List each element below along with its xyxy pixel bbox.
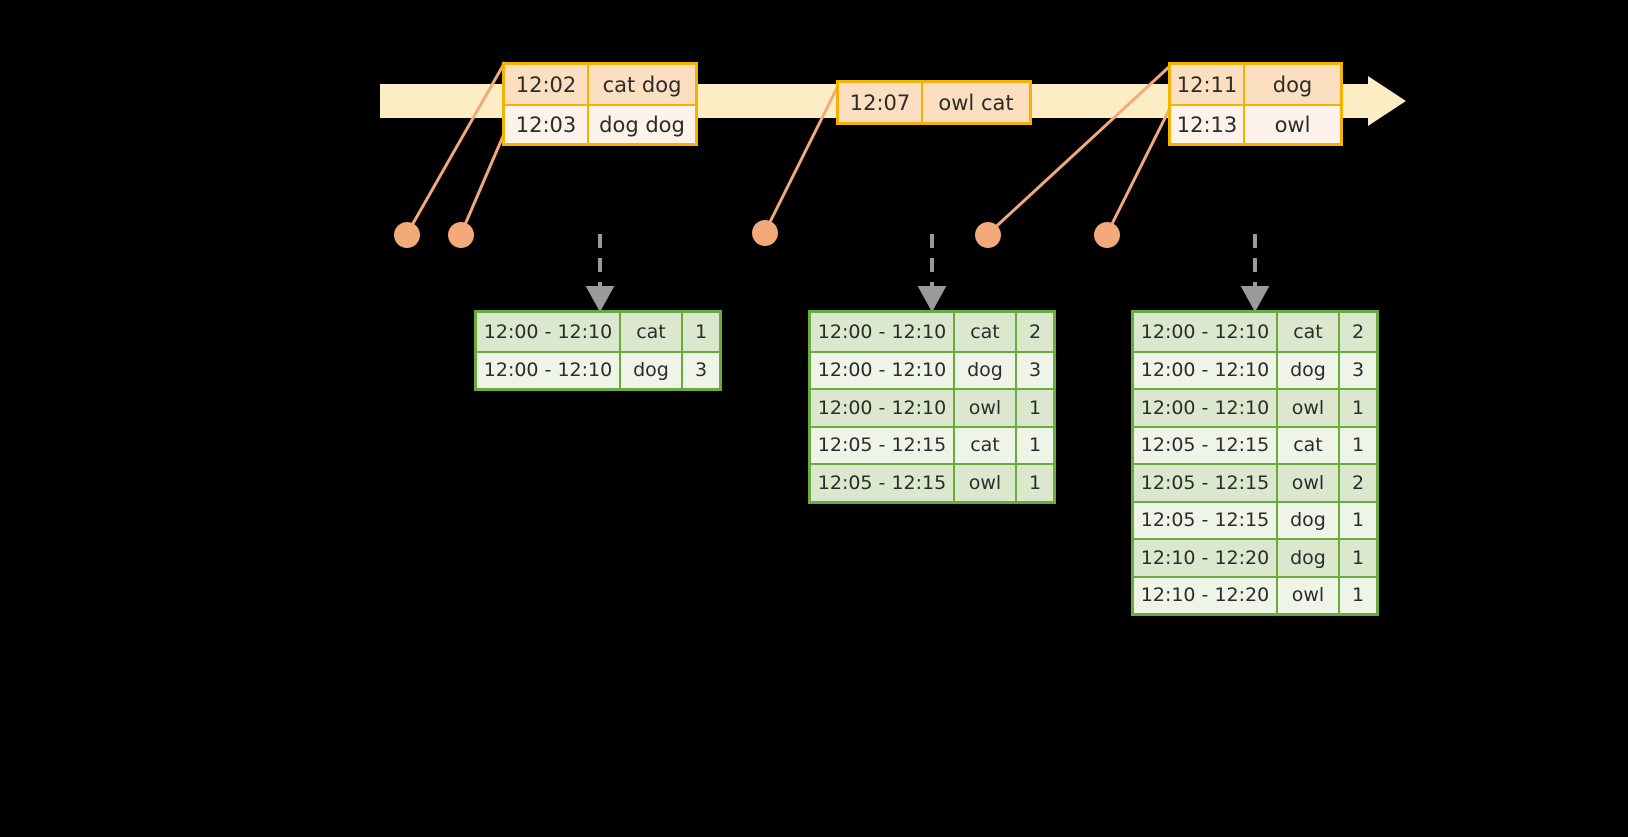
window-cell: 12:05 - 12:15 <box>811 427 955 463</box>
key-cell: owl <box>955 390 1017 426</box>
count-cell: 2 <box>1351 320 1365 343</box>
event-time: 12:03 <box>505 106 589 143</box>
count-cell: 1 <box>1351 509 1365 532</box>
count-cell: 1 <box>1028 434 1042 457</box>
key-cell: owl <box>1278 390 1340 426</box>
window-cell: 12:05 - 12:15 <box>811 465 955 501</box>
event-row: 12:02 cat dog <box>505 65 695 104</box>
count-cell: 2 <box>1351 471 1365 494</box>
table-row: 12:10 - 12:20 owl 1 <box>1134 575 1376 613</box>
key-cell: owl <box>955 465 1017 501</box>
window-cell: 12:00 - 12:10 <box>811 352 955 388</box>
count-cell: 1 <box>1028 471 1042 494</box>
event-value: dog <box>1272 72 1313 97</box>
key-cell: dog <box>621 352 683 388</box>
event-dot-3 <box>752 220 778 246</box>
table-row: 12:00 - 12:10 cat 2 <box>1134 313 1376 351</box>
count-cell: 3 <box>1028 359 1042 382</box>
result-table-1: 12:00 - 12:10 cat 1 12:00 - 12:10 dog 3 <box>474 310 722 391</box>
key-cell: dog <box>1278 540 1340 576</box>
window-cell: 12:00 - 12:10 <box>477 352 621 388</box>
count-cell: 1 <box>1028 396 1042 419</box>
event-dot-1 <box>394 222 420 248</box>
key-cell: dog <box>1278 502 1340 538</box>
result-table-2: 12:00 - 12:10 cat 2 12:00 - 12:10 dog 3 … <box>808 310 1056 504</box>
event-box-3: 12:11 dog 12:13 owl <box>1168 62 1343 146</box>
timeline-arrowhead-icon <box>1368 76 1406 126</box>
event-dot-4 <box>975 222 1001 248</box>
count-cell: 1 <box>1351 546 1365 569</box>
event-row: 12:07 owl cat <box>839 83 1029 122</box>
table-row: 12:05 - 12:15 cat 1 <box>811 425 1053 463</box>
table-row: 12:00 - 12:10 dog 3 <box>811 350 1053 388</box>
window-cell: 12:10 - 12:20 <box>1134 540 1278 576</box>
window-cell: 12:00 - 12:10 <box>811 390 955 426</box>
count-cell: 3 <box>1351 359 1365 382</box>
event-value: owl <box>1274 112 1311 137</box>
result-table-3: 12:00 - 12:10 cat 2 12:00 - 12:10 dog 3 … <box>1131 310 1379 616</box>
window-cell: 12:10 - 12:20 <box>1134 577 1278 613</box>
event-value: dog dog <box>599 112 685 137</box>
key-cell: owl <box>1278 577 1340 613</box>
table-row: 12:00 - 12:10 dog 3 <box>477 350 719 388</box>
table-row: 12:05 - 12:15 owl 1 <box>811 463 1053 501</box>
window-cell: 12:00 - 12:10 <box>477 313 621 351</box>
event-time: 12:02 <box>505 65 589 104</box>
count-cell: 1 <box>1351 434 1365 457</box>
key-cell: dog <box>955 352 1017 388</box>
event-value: cat dog <box>602 72 682 97</box>
count-cell: 2 <box>1028 320 1042 343</box>
event-row: 12:03 dog dog <box>505 104 695 143</box>
event-box-1: 12:02 cat dog 12:03 dog dog <box>502 62 698 146</box>
window-cell: 12:00 - 12:10 <box>1134 352 1278 388</box>
count-cell: 3 <box>694 359 708 382</box>
event-time: 12:11 <box>1171 65 1245 104</box>
key-cell: owl <box>1278 465 1340 501</box>
event-box-2: 12:07 owl cat <box>836 80 1032 125</box>
window-cell: 12:05 - 12:15 <box>1134 427 1278 463</box>
event-row: 12:11 dog <box>1171 65 1340 104</box>
window-cell: 12:00 - 12:10 <box>811 313 955 351</box>
event-time: 12:07 <box>839 83 923 122</box>
window-cell: 12:00 - 12:10 <box>1134 313 1278 351</box>
key-cell: dog <box>1278 352 1340 388</box>
key-cell: cat <box>1278 427 1340 463</box>
table-row: 12:00 - 12:10 cat 1 <box>477 313 719 351</box>
key-cell: cat <box>955 427 1017 463</box>
table-row: 12:00 - 12:10 owl 1 <box>1134 388 1376 426</box>
count-cell: 1 <box>1351 584 1365 607</box>
table-row: 12:10 - 12:20 dog 1 <box>1134 538 1376 576</box>
event-dot-5 <box>1094 222 1120 248</box>
event-row: 12:13 owl <box>1171 104 1340 143</box>
window-cell: 12:00 - 12:10 <box>1134 390 1278 426</box>
event-dot-2 <box>448 222 474 248</box>
window-cell: 12:05 - 12:15 <box>1134 502 1278 538</box>
key-cell: cat <box>1278 313 1340 351</box>
key-cell: cat <box>621 313 683 351</box>
key-cell: cat <box>955 313 1017 351</box>
count-cell: 1 <box>1351 396 1365 419</box>
table-row: 12:05 - 12:15 owl 2 <box>1134 463 1376 501</box>
event-value: owl cat <box>938 90 1014 115</box>
event-time: 12:13 <box>1171 106 1245 143</box>
table-row: 12:00 - 12:10 dog 3 <box>1134 350 1376 388</box>
table-row: 12:00 - 12:10 owl 1 <box>811 388 1053 426</box>
table-row: 12:00 - 12:10 cat 2 <box>811 313 1053 351</box>
table-row: 12:05 - 12:15 dog 1 <box>1134 500 1376 538</box>
table-row: 12:05 - 12:15 cat 1 <box>1134 425 1376 463</box>
window-cell: 12:05 - 12:15 <box>1134 465 1278 501</box>
count-cell: 1 <box>694 320 708 343</box>
